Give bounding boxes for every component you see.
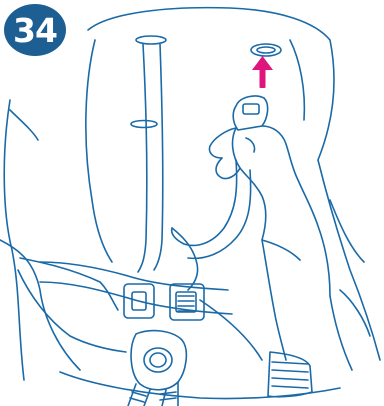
shoulder-slot-top	[136, 36, 166, 44]
step-badge: 34	[4, 4, 66, 56]
arrow-up-icon	[252, 56, 273, 88]
seat-back-right-edge	[290, 40, 304, 120]
seat-right-fold	[330, 200, 364, 262]
hand-knuckle	[246, 138, 255, 152]
hand-wrist	[262, 240, 286, 360]
step-number: 34	[13, 14, 57, 47]
seat-back-inner	[86, 40, 112, 262]
harness-strap-loose-1	[172, 160, 237, 245]
target-slot-inner	[257, 47, 275, 53]
crotch-buckle-outline	[131, 331, 186, 390]
crotch-buckle-button-inner	[150, 353, 166, 367]
arrow-head	[252, 56, 273, 70]
crotch-buckle-button	[144, 348, 172, 372]
waist-strap-top	[40, 262, 228, 290]
held-tongue-slot	[243, 104, 259, 114]
seat-base-inner	[200, 300, 262, 360]
held-tongue	[233, 96, 267, 130]
buckle-tongue-right	[170, 284, 204, 320]
seat-left-wing	[4, 100, 24, 380]
hand-thumb	[262, 126, 330, 296]
target-slot-outer	[251, 44, 281, 56]
seat-left-wing-fold	[10, 110, 38, 140]
right-lower-strap	[268, 352, 312, 397]
hand-outline	[233, 128, 300, 260]
seat-back-outline	[88, 8, 334, 160]
seat-left-side	[0, 240, 80, 370]
shoulder-slot-mid	[131, 121, 157, 128]
seat-left-pad-lower	[18, 270, 126, 352]
hand-forearm	[330, 296, 352, 370]
harness-strap-left-edge	[138, 44, 147, 272]
harness-strap-right-edge	[154, 44, 163, 270]
right-lower-strap-ridges	[272, 362, 308, 388]
